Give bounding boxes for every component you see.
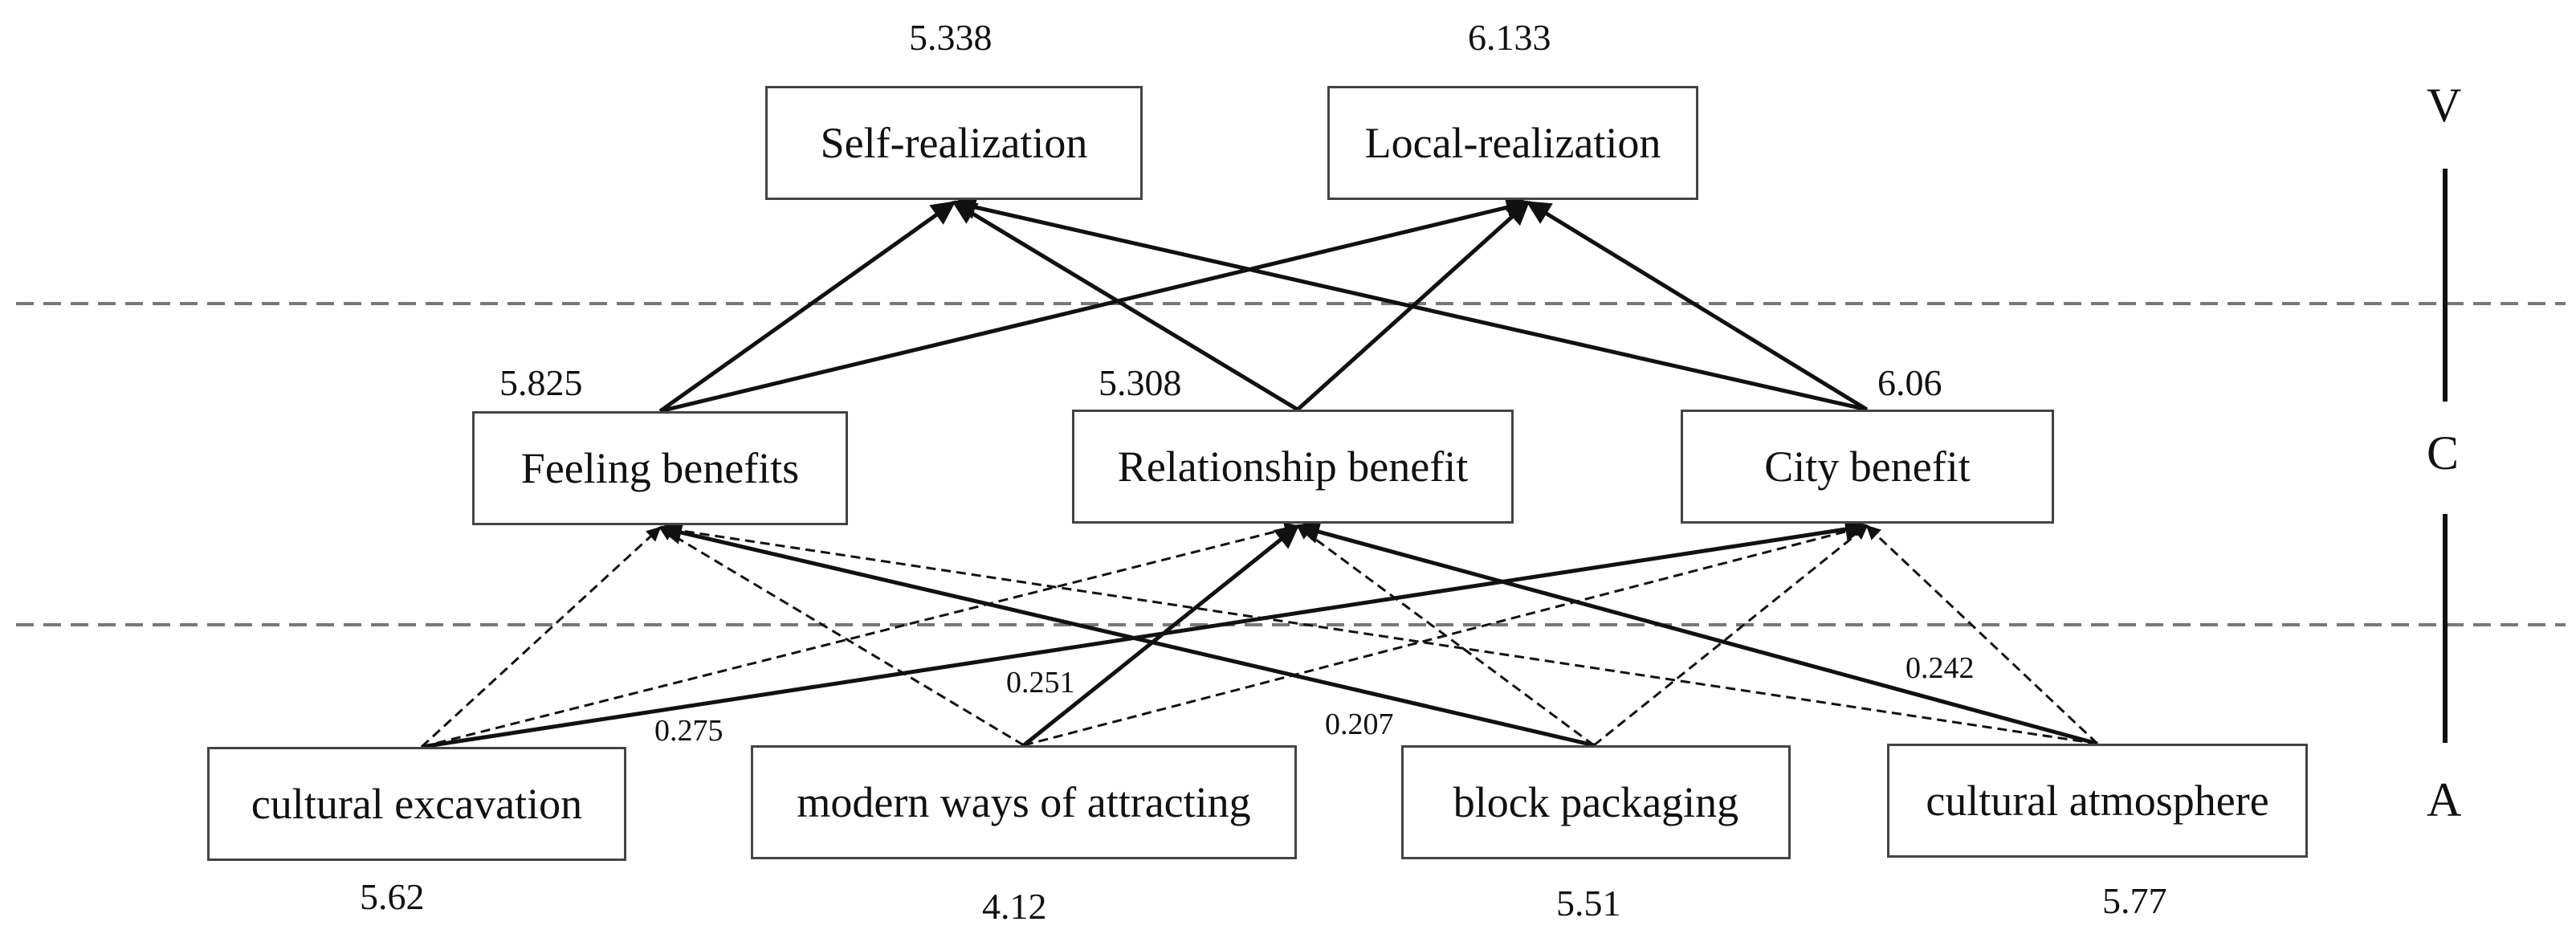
link-atmosphere-to-city [1865,524,2099,745]
link-city-to-local [1526,200,1869,412]
value-box-self-realization: Self-realization [765,86,1143,200]
attribute-score-cultural-excavation: 5.62 [360,876,425,917]
link-block-to-feeling [658,520,1595,748]
level-label-attributes: A [2427,773,2462,826]
link-atmosphere-to-relationship [1295,520,2098,746]
link-excavation-to-relationship [421,522,1299,748]
link-weight-modern-relationship: 0.251 [1006,666,1075,699]
link-weight-atmosphere-relationship: 0.242 [1906,651,1975,685]
attribute-score-block-packaging: 5.51 [1556,883,1621,924]
value-score-local-realization: 6.133 [1468,17,1551,58]
consequence-score-city-benefit: 6.06 [1877,362,1942,403]
value-score-self-realization: 5.338 [909,17,992,58]
consequence-box-city-benefit: City benefit [1681,410,2054,524]
link-block-to-city [1593,524,1869,747]
link-weight-excavation-city: 0.275 [654,714,723,748]
level-label-consequences: C [2427,426,2460,479]
link-modern-to-relationship [1022,524,1300,747]
link-excavation-to-feeling [420,526,662,748]
value-box-local-realization: Local-realization [1327,86,1698,200]
attribute-box-cultural-excavation: cultural excavation [207,747,626,861]
consequence-score-feeling-benefits: 5.825 [499,362,583,403]
link-feeling-to-self [658,200,956,414]
link-relationship-to-self [952,200,1299,412]
link-excavation-to-city [421,517,1869,749]
link-modern-to-feeling [658,526,1025,747]
link-atmosphere-to-feeling [658,522,2098,745]
level-label-values: V [2427,79,2462,132]
attribute-box-cultural-atmosphere: cultural atmosphere [1887,744,2308,858]
consequence-score-relationship-benefit: 5.308 [1098,362,1182,403]
consequence-box-feeling-benefits: Feeling benefits [472,411,848,525]
link-feeling-to-local [659,195,1531,414]
link-block-to-relationship [1296,524,1595,747]
link-weight-block-feeling: 0.207 [1325,708,1394,741]
consequence-box-relationship-benefit: Relationship benefit [1072,410,1514,524]
attribute-score-cultural-atmosphere: 5.77 [2102,880,2167,921]
link-city-to-self [952,195,1868,412]
attribute-box-modern-ways-of-attracting: modern ways of attracting [751,745,1297,859]
attribute-score-modern-ways-of-attracting: 4.12 [982,886,1047,927]
attribute-box-block-packaging: block packaging [1401,745,1791,859]
